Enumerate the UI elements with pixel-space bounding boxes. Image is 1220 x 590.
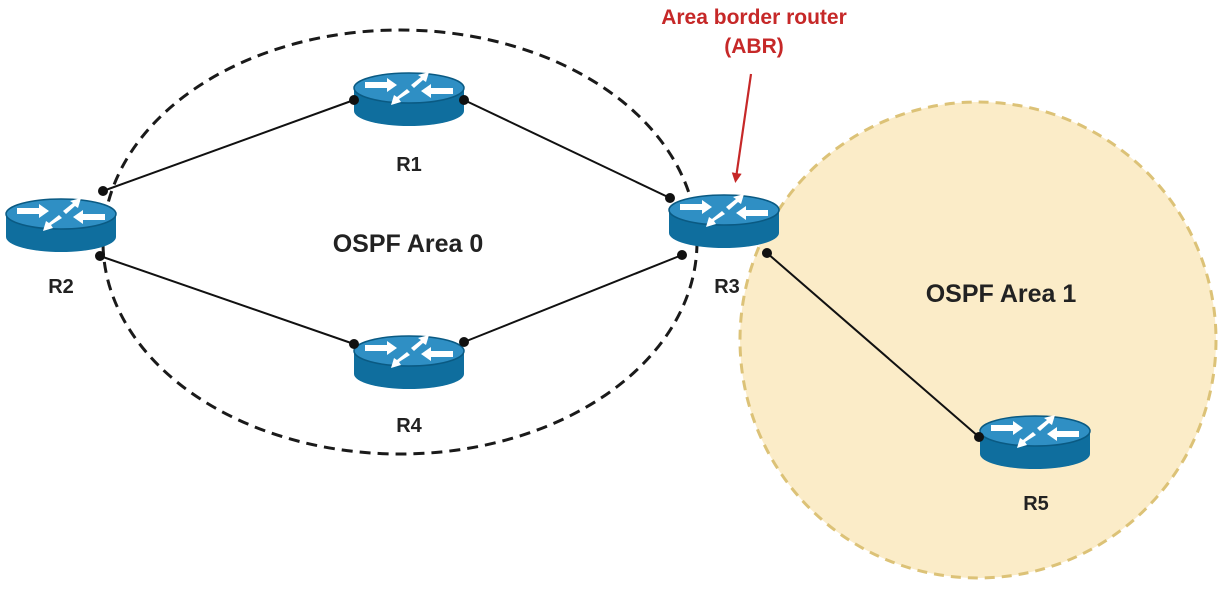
router-r2[interactable]: [5, 197, 117, 253]
router-icon: [979, 414, 1091, 470]
link-r1-r3: [463, 99, 671, 199]
router-r5[interactable]: [979, 414, 1091, 470]
abr-annotation-line2: (ABR): [724, 35, 783, 58]
router-label-r5: R5: [1023, 493, 1049, 515]
area0-label: OSPF Area 0: [333, 230, 484, 258]
connector-dot: [349, 339, 359, 349]
router-label-r1: R1: [396, 154, 422, 176]
connector-dot: [665, 193, 675, 203]
router-r4[interactable]: [353, 334, 465, 390]
connection-points: [95, 95, 984, 442]
router-icon: [5, 197, 117, 253]
links: [99, 99, 980, 438]
connector-dot: [349, 95, 359, 105]
link-r3-r5: [766, 252, 980, 438]
connector-dot: [98, 186, 108, 196]
abr-pointer-arrow: [731, 73, 753, 183]
router-r1[interactable]: [353, 71, 465, 127]
connector-dot: [459, 95, 469, 105]
router-icon: [353, 334, 465, 390]
connector-dot: [95, 251, 105, 261]
link-r2-r4: [99, 255, 355, 345]
router-label-r2: R2: [48, 276, 74, 298]
router-label-r4: R4: [396, 415, 422, 437]
router-icon: [668, 193, 780, 249]
router-icon: [353, 71, 465, 127]
connector-dot: [677, 250, 687, 260]
area1-label: OSPF Area 1: [926, 280, 1077, 308]
area1-boundary: [738, 100, 1218, 580]
connector-dot: [762, 248, 772, 258]
router-label-r3: R3: [714, 276, 740, 298]
router-r3[interactable]: [668, 193, 780, 249]
link-r2-r1: [102, 99, 355, 192]
link-r4-r3: [463, 254, 683, 343]
abr-annotation-line1: Area border router: [661, 6, 847, 29]
connector-dot: [974, 432, 984, 442]
connector-dot: [459, 337, 469, 347]
